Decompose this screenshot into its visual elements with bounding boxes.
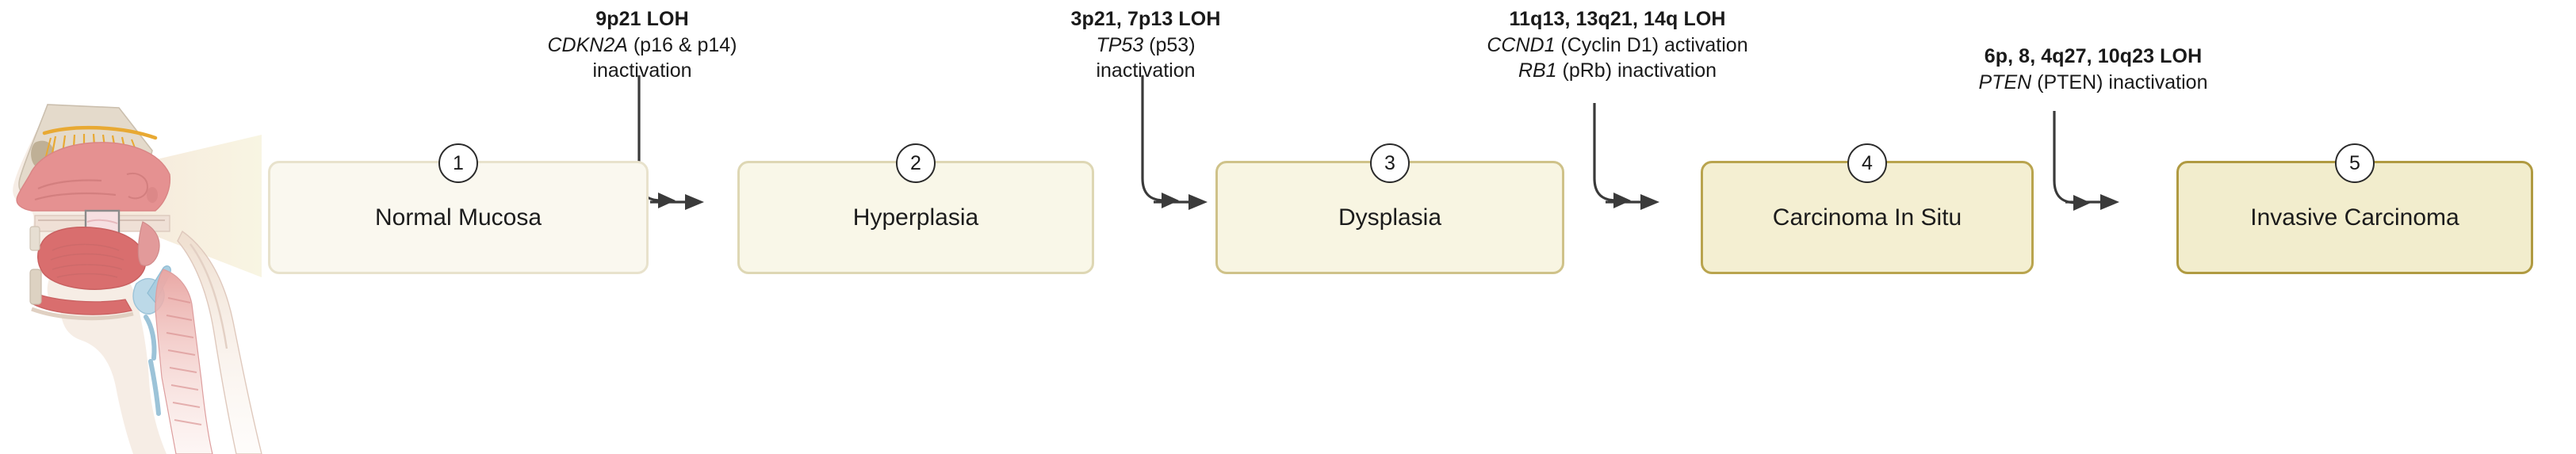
stage-arrow-1-2: [650, 190, 707, 214]
annotation-block-2: 3p21, 7p13 LOH TP53 (p53) inactivation: [947, 6, 1344, 84]
annotation-block-1: 9p21 LOH CDKN2A (p16 & p14) inactivation: [444, 6, 840, 84]
gene-description: (Cyclin D1) activation: [1555, 33, 1748, 56]
stage-number: 4: [1862, 151, 1873, 174]
gene-description: inactivation: [592, 59, 692, 82]
gene-name: RB1: [1518, 59, 1557, 82]
stage-box-carcinoma-in-situ[interactable]: 4 Carcinoma In Situ: [1701, 143, 2034, 274]
annotation-block-3: 11q13, 13q21, 14q LOH CCND1 (Cyclin D1) …: [1380, 6, 1855, 84]
soft-palate: [137, 221, 160, 266]
annotation-line: inactivation: [444, 58, 840, 84]
annotation-line: CCND1 (Cyclin D1) activation: [1380, 32, 1855, 59]
stage-label: Invasive Carcinoma: [2250, 204, 2459, 231]
head-anatomy-illustration: [0, 32, 262, 454]
gene-description: inactivation: [1096, 59, 1196, 82]
nasal-cavity: [16, 142, 171, 212]
stage-arrow-2-3: [1154, 190, 1211, 214]
stage-badge: 4: [1847, 143, 1887, 183]
stage-number: 3: [1384, 151, 1395, 174]
stage-number: 5: [2349, 151, 2360, 174]
annotation-line: inactivation: [947, 58, 1344, 84]
gene-description: (pRb) inactivation: [1556, 59, 1717, 82]
stage-arrow-4-5: [2065, 190, 2122, 214]
stage-box-dysplasia[interactable]: 3 Dysplasia: [1215, 143, 1564, 274]
stage-box-hyperplasia[interactable]: 2 Hyperplasia: [737, 143, 1094, 274]
annotation-heading: 11q13, 13q21, 14q LOH: [1509, 8, 1726, 30]
stage-box-normal-mucosa[interactable]: 1 Normal Mucosa: [268, 143, 649, 274]
stage-badge: 3: [1370, 143, 1410, 183]
annotation-heading: 6p, 8, 4q27, 10q23 LOH: [1984, 45, 2203, 67]
annotation-block-4: 6p, 8, 4q27, 10q23 LOH PTEN (PTEN) inact…: [1855, 44, 2331, 95]
stage-badge: 2: [896, 143, 936, 183]
annotation-line: RB1 (pRb) inactivation: [1380, 58, 1855, 84]
stage-number: 1: [453, 151, 464, 174]
stage-label: Carcinoma In Situ: [1772, 204, 1962, 231]
annotation-heading: 9p21 LOH: [595, 8, 689, 30]
gene-name: PTEN: [1978, 71, 2032, 93]
stage-label: Normal Mucosa: [374, 204, 542, 231]
annotation-line: CDKN2A (p16 & p14): [444, 32, 840, 59]
annotation-line: PTEN (PTEN) inactivation: [1855, 70, 2331, 96]
stage-label: Dysplasia: [1338, 204, 1442, 231]
tongue: [37, 227, 147, 290]
stage-badge: 1: [438, 143, 478, 183]
annotation-connector-2: [1130, 75, 1217, 226]
gene-name: CDKN2A: [547, 33, 628, 56]
gene-description: (PTEN) inactivation: [2031, 71, 2208, 93]
annotation-heading: 3p21, 7p13 LOH: [1070, 8, 1221, 30]
teeth: [29, 226, 42, 305]
stage-label: Hyperplasia: [852, 204, 979, 231]
stage-badge: 5: [2335, 143, 2375, 183]
gene-description: (p53): [1143, 33, 1196, 56]
pharynx-esophagus: [155, 269, 213, 454]
annotation-connector-3: [1582, 103, 1669, 226]
stage-arrow-3-4: [1606, 190, 1663, 214]
gene-description: (p16 & p14): [627, 33, 737, 56]
gene-name: CCND1: [1487, 33, 1556, 56]
gene-name: TP53: [1096, 33, 1144, 56]
stage-box-invasive-carcinoma[interactable]: 5 Invasive Carcinoma: [2176, 143, 2533, 274]
stage-number: 2: [910, 151, 921, 174]
annotation-line: TP53 (p53): [947, 32, 1344, 59]
lower-jaw: [31, 292, 134, 321]
